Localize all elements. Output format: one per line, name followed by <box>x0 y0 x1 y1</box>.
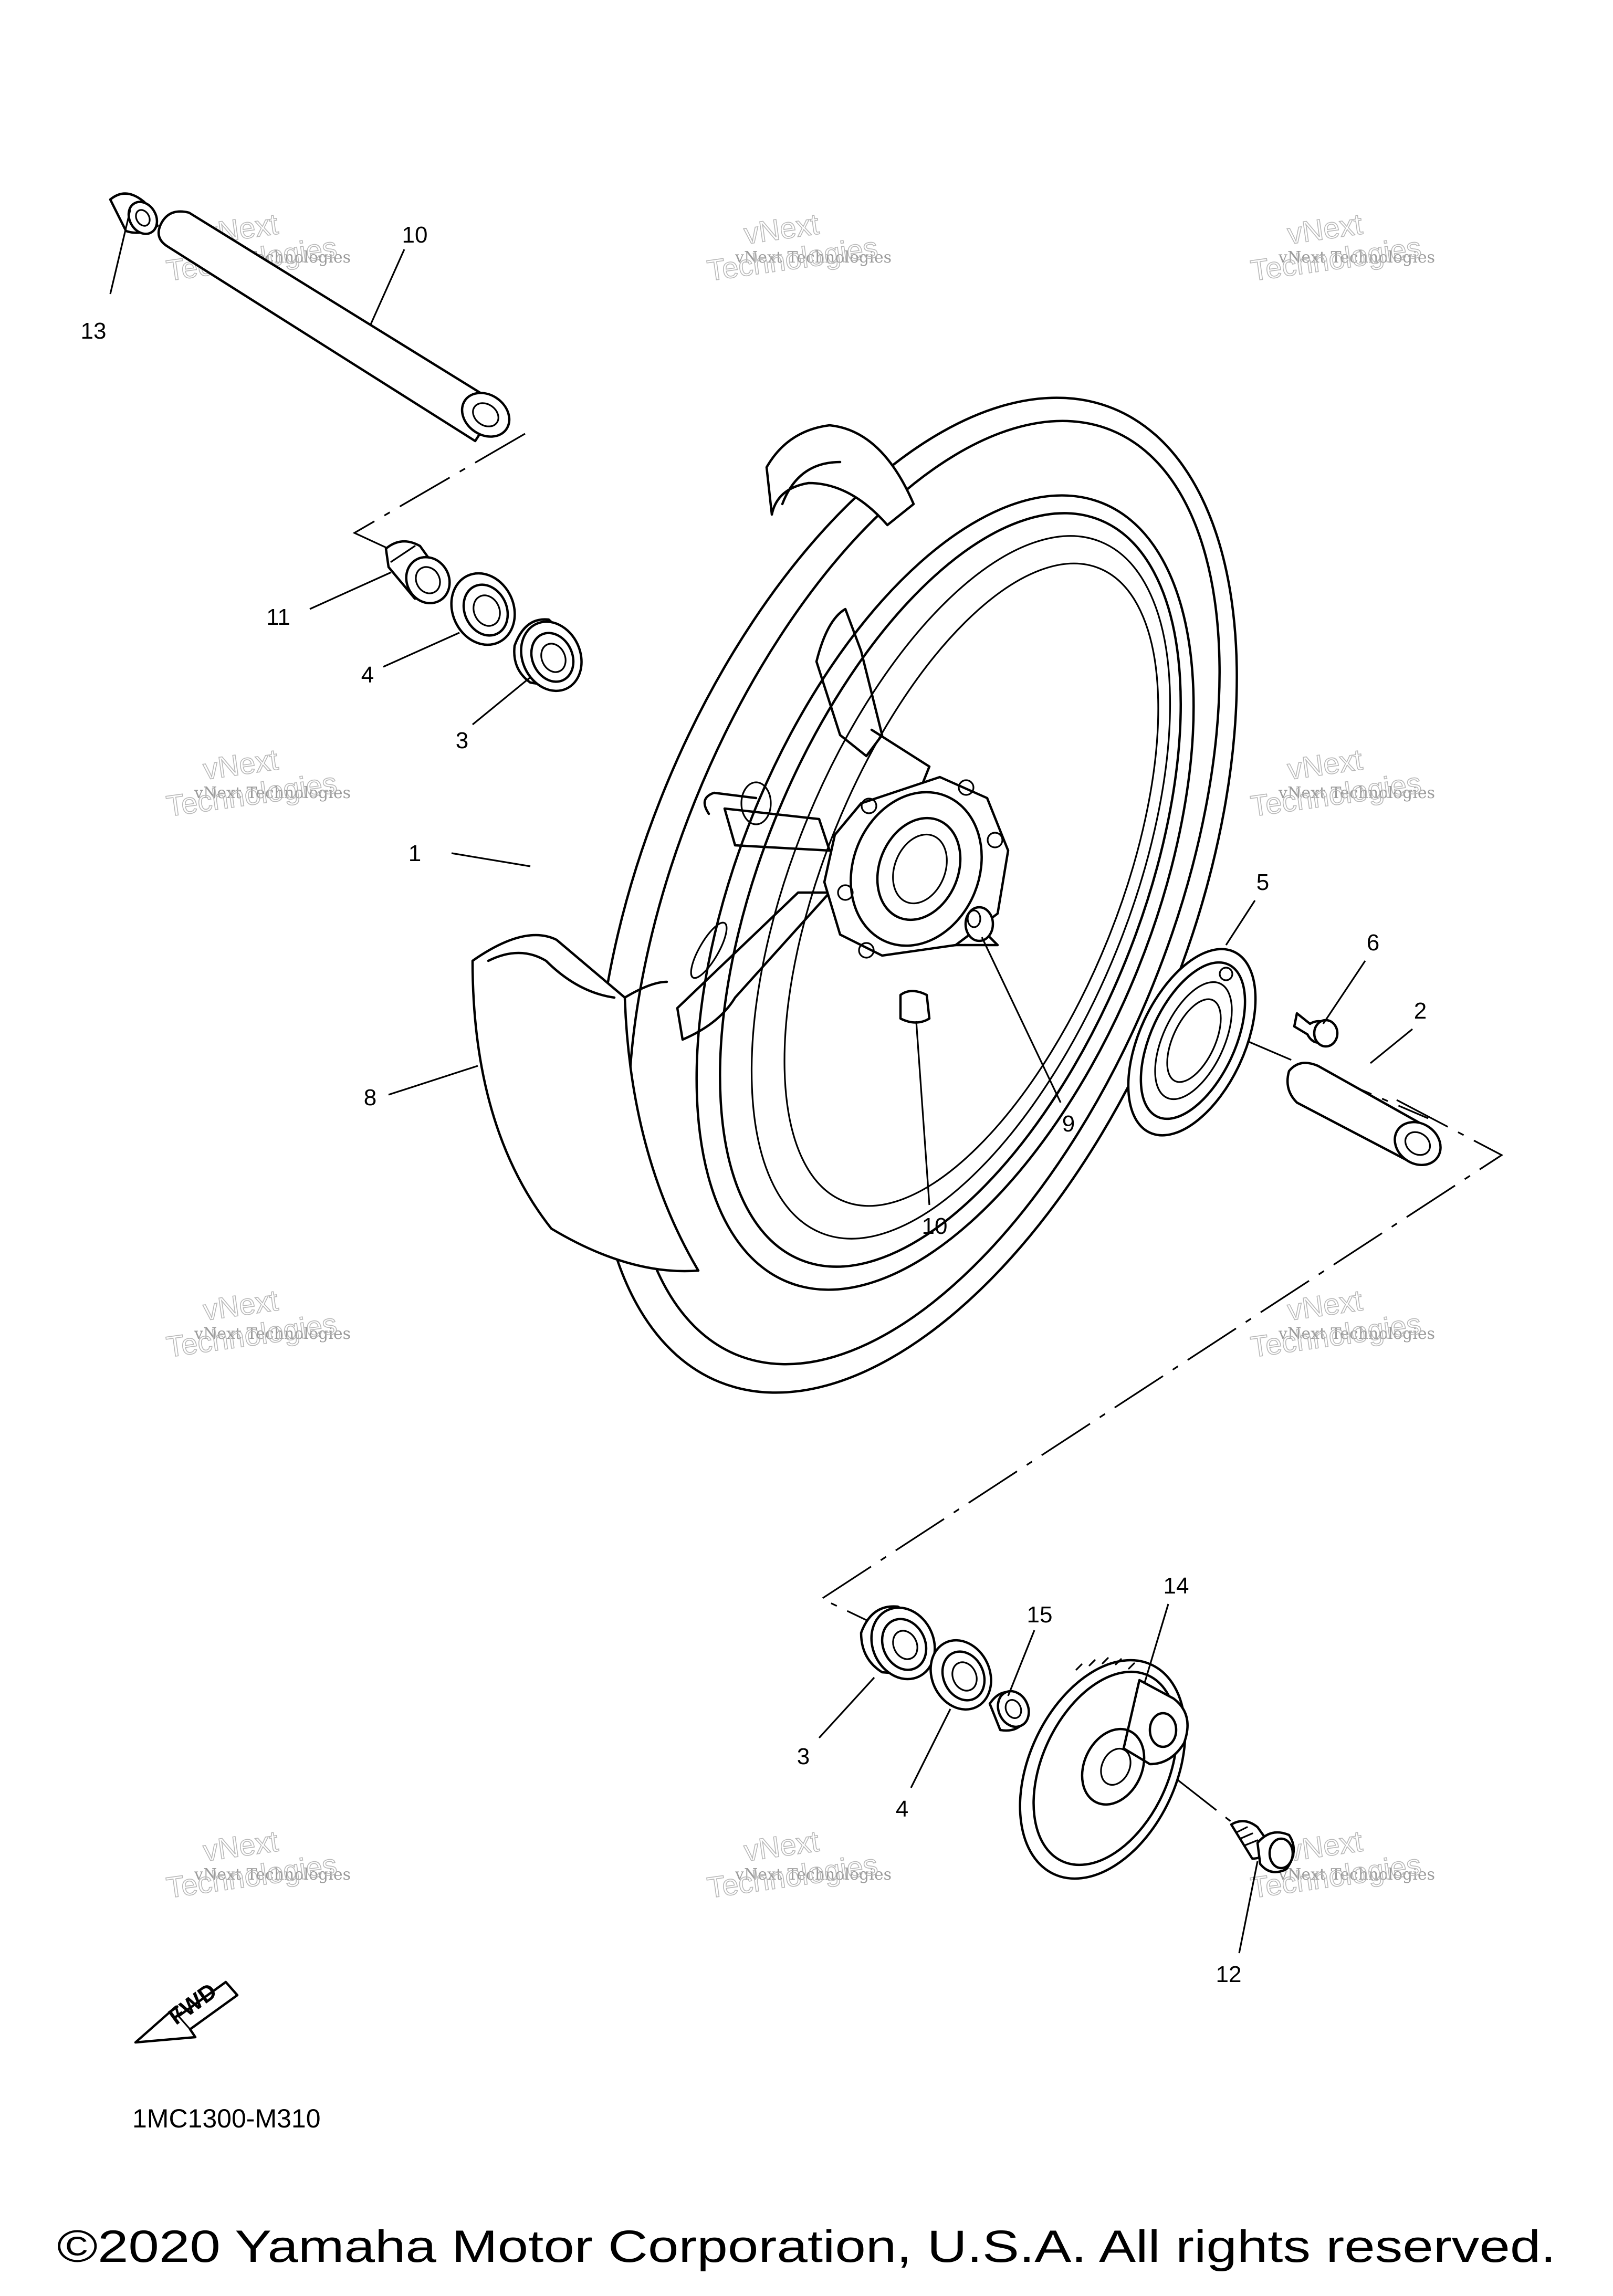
drawing-code: 1MC1300-M310 <box>132 2104 321 2133</box>
callout-7: 8 <box>364 1085 376 1110</box>
callout-13: 13 <box>81 318 107 344</box>
part-14-housing <box>1019 1657 1189 1880</box>
part-2-spacer <box>1286 1062 1442 1167</box>
part-8-valve <box>964 906 994 942</box>
callout-8: 9 <box>1062 1111 1075 1137</box>
front-wheel-assembly <box>471 396 1238 1394</box>
part-13-cap <box>109 192 159 235</box>
svg-text:vNext Technologies: vNext Technologies <box>1278 248 1435 267</box>
callout-numbers: 13 10 11 4 3 1 8 5 6 2 9 10 3 4 15 14 12 <box>81 222 1427 1987</box>
part-12-bolt <box>1230 1820 1295 1873</box>
svg-text:vNext Technologies: vNext Technologies <box>194 784 351 802</box>
part-9-valve <box>899 990 931 1024</box>
watermark: vNext Technologies Technologies vNext <box>1248 207 1435 288</box>
svg-text:vNext Technologies: vNext Technologies <box>1278 1865 1435 1884</box>
copyright-notice: ©2020 Yamaha Motor Corporation, U.S.A. A… <box>57 2221 1556 2272</box>
part-6-screw <box>1293 1012 1339 1048</box>
callout-3-bottom: 3 <box>797 1744 810 1769</box>
watermark: vNext Technologies Technologies vNext <box>705 1824 892 1905</box>
svg-text:vNext Technologies: vNext Technologies <box>194 1325 351 1343</box>
watermark: vNext Technologies Technologies vNext <box>164 1824 351 1905</box>
watermark: vNext Technologies Technologies vNext <box>705 207 892 288</box>
svg-text:vNext Technologies: vNext Technologies <box>735 248 892 267</box>
watermark: vNext Technologies Technologies vNext <box>164 742 351 823</box>
svg-text:vNext Technologies: vNext Technologies <box>1278 1325 1435 1343</box>
svg-text:vNext Technologies: vNext Technologies <box>735 1865 892 1884</box>
watermark: vNext Technologies Technologies vNext <box>1248 742 1435 823</box>
part-10-axle <box>157 210 511 443</box>
fwd-arrow-icon: FWD <box>134 1978 239 2044</box>
wheel-hub <box>823 775 1010 959</box>
wheel-rim <box>695 494 1195 1291</box>
callout-3-top: 3 <box>456 728 468 753</box>
part-5-disc-cover <box>1127 948 1257 1137</box>
part-11-collar <box>384 540 451 605</box>
part-15-collar <box>988 1690 1030 1732</box>
callout-14: 14 <box>1164 1573 1189 1599</box>
watermark: vNext Technologies Technologies vNext <box>1248 1283 1435 1364</box>
svg-text:vNext Technologies: vNext Technologies <box>194 1865 351 1884</box>
callout-5: 5 <box>1256 869 1269 895</box>
watermark: vNext Technologies Technologies vNext <box>164 1283 351 1364</box>
callout-4-top: 4 <box>361 662 374 688</box>
part-4-seal-bottom <box>929 1639 992 1711</box>
part-3-bearing-top <box>513 618 583 693</box>
callout-11: 11 <box>266 604 290 630</box>
callout-6: 6 <box>1367 930 1379 956</box>
part-4-seal-top <box>450 572 516 646</box>
callout-1: 1 <box>409 841 421 866</box>
part-3-bearing-bottom <box>860 1605 936 1681</box>
callout-10: 10 <box>402 222 428 248</box>
callout-leaders <box>109 209 1413 1954</box>
callout-9: 10 <box>922 1213 948 1239</box>
callout-12: 12 <box>1216 1962 1242 1987</box>
callout-2: 2 <box>1414 998 1427 1024</box>
callout-4-bottom: 4 <box>896 1796 908 1822</box>
svg-text:vNext Technologies: vNext Technologies <box>1278 784 1435 802</box>
callout-15: 15 <box>1027 1602 1053 1628</box>
